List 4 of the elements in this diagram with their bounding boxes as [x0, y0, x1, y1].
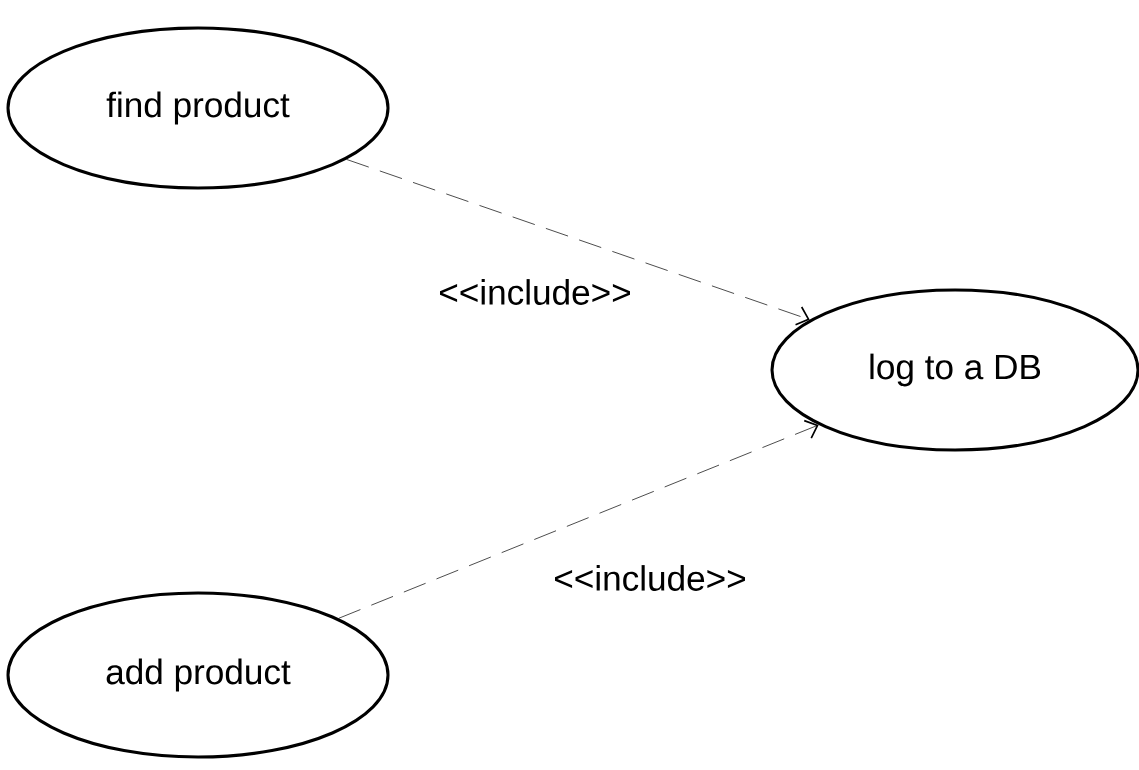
edge-label: <<include>> [550, 562, 750, 594]
edge-label: <<include>> [435, 276, 635, 308]
dashed-arrow [338, 419, 819, 619]
dashed-arrow [346, 159, 810, 326]
